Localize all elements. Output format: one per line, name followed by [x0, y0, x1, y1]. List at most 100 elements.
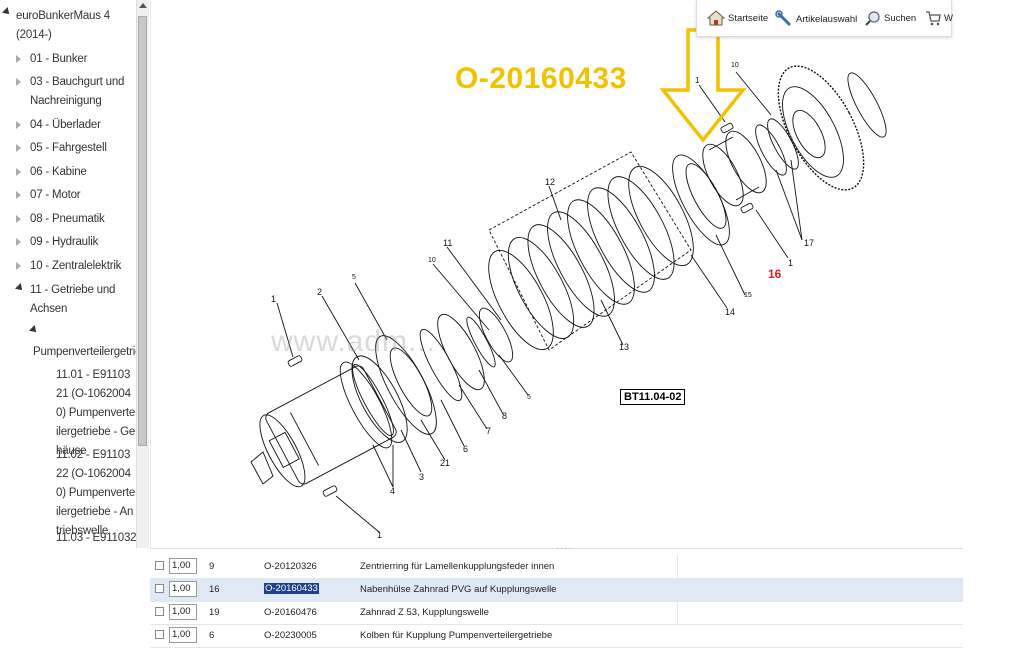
cart-label[interactable]: W [944, 12, 953, 24]
row-checkbox[interactable] [155, 584, 164, 593]
collapsed-triangle-icon[interactable] [16, 144, 21, 152]
search-button[interactable]: Suchen [865, 10, 916, 26]
callout[interactable]: 10 [428, 257, 436, 264]
tree-item-hydraulik[interactable]: 09 - Hydraulik [0, 233, 136, 253]
callout[interactable]: 1 [788, 258, 794, 268]
row-checkbox[interactable] [155, 561, 164, 570]
description-cell: Zentrierring für Lamellenkupplungsfeder … [360, 561, 555, 572]
direction-d-arrow [250, 451, 274, 485]
position-cell: 16 [209, 584, 220, 595]
callout[interactable]: 5 [352, 274, 356, 281]
callout[interactable]: 1 [695, 76, 700, 85]
callout[interactable]: 13 [619, 342, 630, 352]
table-row-selected[interactable]: 1,00 16 O-20160433 Nabenhülse Zahnrad PV… [150, 578, 963, 602]
callout[interactable]: 8 [502, 411, 508, 421]
quantity-input[interactable]: 1,00 [169, 604, 197, 620]
collapsed-triangle-icon[interactable] [16, 78, 21, 86]
callout[interactable]: 2 [317, 287, 323, 297]
column-divider [677, 555, 678, 578]
part-number-cell: O-20230005 [264, 630, 317, 641]
exploded-view-drawing [250, 28, 887, 533]
tree-leaf-1103[interactable]: 11.03 - E9110323 [56, 532, 136, 544]
home-label[interactable]: Startseite [728, 12, 769, 24]
tree-item-motor[interactable]: 07 - Motor [0, 186, 136, 206]
callout[interactable]: 10 [731, 62, 739, 69]
clutch-pack-drawing [488, 165, 694, 351]
home-icon [707, 10, 725, 26]
hub-sleeve-drawing [702, 130, 767, 207]
quantity-input[interactable]: 1,00 [169, 581, 197, 597]
cart-button[interactable]: W [925, 10, 953, 26]
cart-icon [926, 11, 941, 26]
collapsed-triangle-icon[interactable] [16, 121, 21, 129]
tree-item-kabine[interactable]: 06 - Kabine [0, 163, 136, 183]
home-button[interactable]: Startseite [707, 10, 768, 26]
expanded-triangle-icon[interactable] [15, 283, 25, 293]
tree-root-label[interactable]: euroBunkerMaus 4 (2014-) [16, 10, 110, 41]
article-selection-button[interactable]: Artikelauswahl [775, 10, 857, 28]
tree-subgroup-pumpenverteiler[interactable]: Pumpenverteilergetriebe [33, 346, 136, 358]
tree-item-fahrgestell[interactable]: 05 - Fahrgestell [0, 139, 136, 159]
category-tree: euroBunkerMaus 4 (2014-) 01 - Bunker 03 … [0, 0, 136, 548]
scroll-up-arrow-icon[interactable] [139, 3, 147, 8]
housing-drawing [259, 355, 408, 488]
collapsed-triangle-icon[interactable] [16, 215, 21, 223]
callout[interactable]: 11 [443, 238, 453, 248]
tree-item-bunker[interactable]: 01 - Bunker [0, 50, 136, 70]
callout[interactable]: 21 [440, 458, 451, 468]
expanded-triangle-icon[interactable] [2, 7, 12, 17]
callout[interactable]: 15 [744, 292, 752, 299]
search-label[interactable]: Suchen [884, 12, 917, 24]
collapsed-triangle-icon[interactable] [16, 191, 21, 199]
scrollbar-thumb[interactable] [138, 16, 147, 446]
tree-leaf-1101[interactable]: 11.01 - E9110321 (O-10620040) Pumpenvert… [56, 369, 136, 457]
position-cell: 9 [209, 561, 215, 572]
drawing-id-label: BT11.04-02 [620, 389, 686, 405]
tree-item-pneumatik[interactable]: 08 - Pneumatik [0, 210, 136, 230]
expanded-triangle-icon[interactable] [29, 325, 39, 335]
column-divider [677, 578, 678, 601]
callout[interactable]: 3 [419, 472, 425, 482]
top-toolbar: Startseite Artikelauswahl Suchen W [696, 0, 953, 37]
callout[interactable]: 6 [463, 444, 469, 454]
tree-item-bauchgurt[interactable]: 03 - Bauchgurt und Nachreinigung [0, 73, 136, 113]
column-divider [677, 601, 678, 624]
callout[interactable]: 1 [271, 294, 277, 304]
tree-leaf-1102[interactable]: 11.02 - E9110322 (O-10620040) Pumpenvert… [56, 449, 136, 537]
search-icon [865, 11, 880, 26]
collapsed-triangle-icon[interactable] [16, 55, 21, 63]
row-checkbox[interactable] [155, 630, 164, 639]
tree-root[interactable]: euroBunkerMaus 4 (2014-) [0, 4, 136, 42]
callout[interactable]: 17 [804, 238, 815, 248]
table-row[interactable]: 1,00 9 O-20120326 Zentrierring für Lamel… [150, 555, 963, 579]
tree-item-ueberlader[interactable]: 04 - Überlader [0, 116, 136, 136]
parts-table: 1,00 9 O-20120326 Zentrierring für Lamel… [150, 555, 963, 648]
position-cell: 6 [209, 630, 215, 641]
part-number-cell: O-20160476 [264, 607, 317, 618]
callout[interactable]: 14 [725, 307, 736, 317]
exploded-drawing-panel: O-20160433 www.adm... BT11.04-02 16 1 2 … [150, 0, 951, 548]
row-checkbox[interactable] [155, 607, 164, 616]
callout[interactable]: 5 [527, 394, 531, 401]
part-number-cell: O-20160433 [264, 583, 319, 594]
article-selection-label[interactable]: Artikelauswahl [796, 13, 858, 25]
callout[interactable]: 7 [486, 426, 492, 436]
highlighted-position-label[interactable]: 16 [768, 267, 782, 281]
sidebar-scrollbar[interactable] [136, 0, 149, 548]
wrench-icon [775, 10, 792, 27]
table-row[interactable]: 1,00 6 O-20230005 Kolben für Kupplung Pu… [150, 624, 963, 648]
collapsed-triangle-icon[interactable] [16, 262, 21, 270]
callout[interactable]: 1 [377, 530, 383, 540]
description-cell: Kolben für Kupplung Pumpenverteilergetri… [360, 630, 553, 641]
quantity-input[interactable]: 1,00 [169, 627, 197, 643]
callout[interactable]: 12 [545, 177, 556, 187]
tree-item-getriebe[interactable]: 11 - Getriebe und Achsen [0, 281, 136, 321]
table-row[interactable]: 1,00 19 O-20160476 Zahnrad Z 53, Kupplun… [150, 601, 963, 625]
callout[interactable]: 4 [390, 486, 396, 496]
splitter-grip[interactable]: ···· [556, 543, 572, 553]
quantity-input[interactable]: 1,00 [169, 558, 197, 574]
tree-subgroup-toggle[interactable] [0, 325, 136, 341]
tree-item-zentralelektrik[interactable]: 10 - Zentralelektrik [0, 257, 136, 277]
collapsed-triangle-icon[interactable] [16, 168, 21, 176]
collapsed-triangle-icon[interactable] [16, 238, 21, 246]
